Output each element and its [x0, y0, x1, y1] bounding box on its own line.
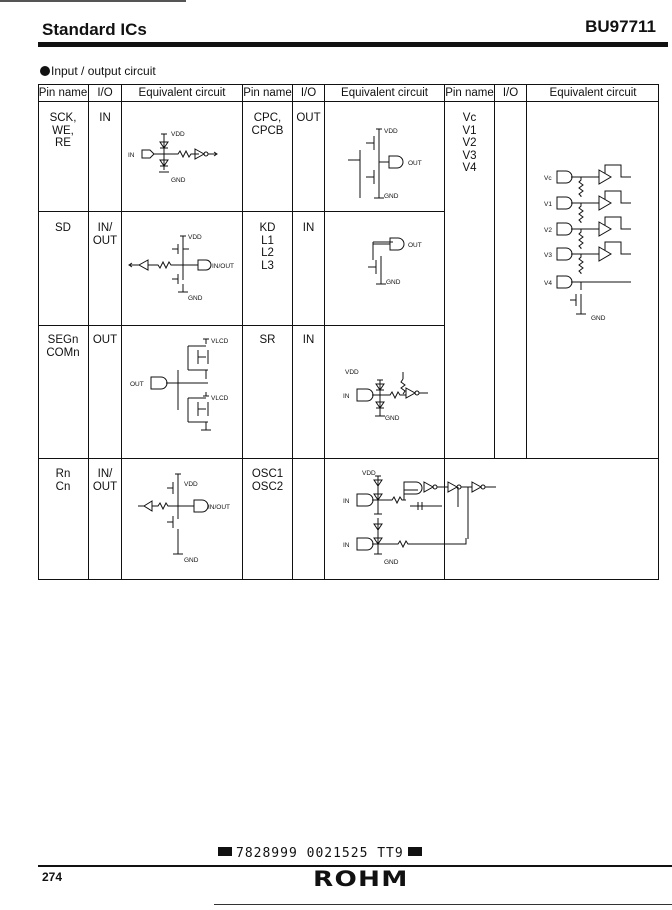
pin-sr: SR: [259, 334, 276, 346]
col-pin-name-1: Pin name: [38, 87, 88, 99]
bullet-icon: [40, 66, 50, 76]
pin-sd: SD: [55, 222, 71, 234]
io-sr: IN: [302, 334, 315, 346]
col-equivalent-3: Equivalent circuit: [549, 87, 637, 99]
footer-code-text: 7828999 0021525 TT9: [236, 846, 404, 861]
pin-cpc-cpcb: CPC, CPCB: [251, 112, 284, 137]
rohm-logo: ROHM: [313, 867, 409, 891]
header-part-number: BU97711: [585, 17, 656, 36]
col-pin-name-3: Pin name: [445, 87, 494, 99]
header-category: Standard ICs: [42, 20, 147, 39]
io-circuit-table: Pin name I/O Equivalent circuit Pin name…: [38, 84, 659, 580]
footer-code: 7828999 0021525 TT9: [214, 846, 426, 861]
footer-block-right: [407, 847, 422, 856]
header-rule: [38, 42, 668, 47]
io-kd: IN: [302, 222, 315, 234]
col-pin-name-2: Pin name: [243, 87, 292, 99]
pin-vc-v4: Vc V1 V2 V3 V4: [462, 112, 477, 174]
section-title: Input / output circuit: [40, 64, 156, 78]
pin-segn-comn: SEGn COMn: [46, 334, 80, 359]
page-number: 274: [42, 870, 63, 884]
col-io-1: I/O: [97, 87, 113, 99]
col-io-2: I/O: [300, 87, 317, 99]
footer-block-left: [218, 847, 232, 856]
pin-rn-cn: Rn Cn: [55, 468, 71, 493]
section-title-text: Input / output circuit: [51, 64, 156, 78]
col-equivalent-2: Equivalent circuit: [341, 87, 428, 99]
pin-sck-we-re: SCK, WE, RE: [49, 112, 77, 149]
io-rn: IN/ OUT: [92, 468, 118, 493]
io-sd: IN/ OUT: [92, 222, 118, 247]
bottom-rule: [214, 904, 672, 905]
col-io-3: I/O: [502, 87, 519, 99]
col-equivalent-1: Equivalent circuit: [138, 87, 226, 99]
pin-osc1-osc2: OSC1 OSC2: [251, 468, 284, 493]
io-segn: OUT: [92, 334, 118, 346]
top-thin-rule: [0, 0, 186, 2]
footer-rule: [38, 865, 672, 867]
io-cpc: OUT: [296, 112, 321, 124]
table-grid: [38, 84, 659, 580]
io-sck: IN: [99, 112, 111, 124]
pin-kd-l1-l3: KD L1 L2 L3: [259, 222, 276, 272]
